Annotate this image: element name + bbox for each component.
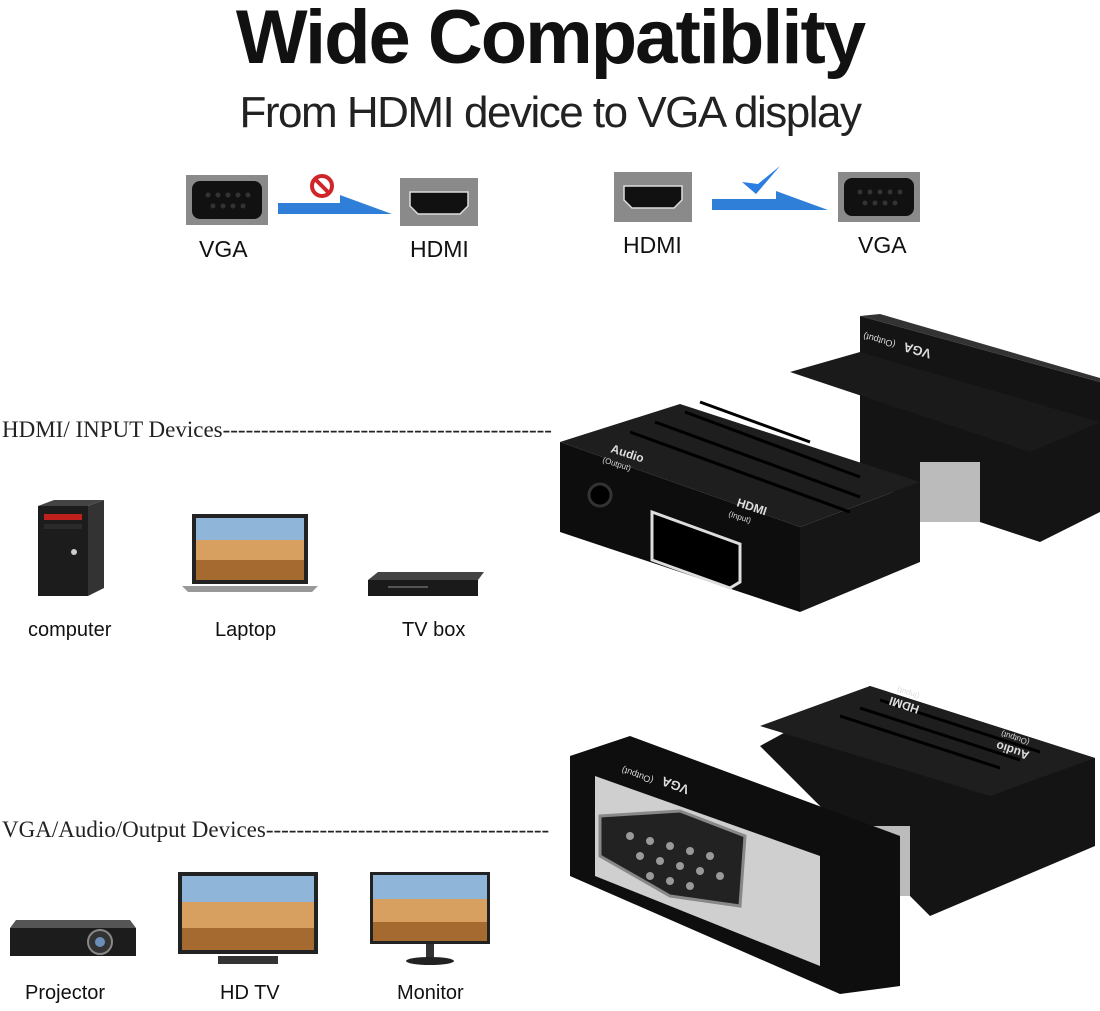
hdmi-port-icon xyxy=(400,178,478,226)
label-vga-right: VGA xyxy=(858,232,907,258)
monitor-icon xyxy=(370,872,490,966)
device-label: computer xyxy=(28,619,112,641)
output-devices-label: VGA/Audio/Output Devices xyxy=(2,817,266,842)
arrow-icon xyxy=(278,190,394,216)
device-label: Monitor xyxy=(397,982,464,1004)
laptop-icon xyxy=(182,514,318,594)
page-title: Wide Compatiblity xyxy=(235,0,866,80)
output-devices-heading: VGA/Audio/Output Devices----------------… xyxy=(2,817,550,843)
hd-tv-icon xyxy=(178,872,318,966)
computer-tower-icon xyxy=(38,498,106,596)
label-hdmi-left: HDMI xyxy=(410,236,469,262)
input-devices-label: HDMI/ INPUT Devices xyxy=(2,417,223,442)
device-label: Projector xyxy=(25,982,106,1004)
adapter-image-back: VGA (Output) HDMI (Input) Audio (Output) xyxy=(570,686,1100,996)
device-label: HD TV xyxy=(220,982,280,1004)
arrow-icon xyxy=(712,186,830,212)
adapter-image-front: VGA (Output) Audio (Output) HDMI (Input) xyxy=(560,312,1100,622)
checkmark-icon xyxy=(738,164,784,200)
tv-box-icon xyxy=(368,572,484,600)
prohibited-icon xyxy=(308,172,336,200)
dashed-leader: ----------------------------------------… xyxy=(265,817,550,842)
input-devices-heading: HDMI/ INPUT Devices---------------------… xyxy=(2,417,552,443)
vga-port-icon xyxy=(838,172,920,222)
dashed-leader: ----------------------------------------… xyxy=(222,417,552,442)
projector-icon xyxy=(10,914,136,962)
vga-port-icon xyxy=(186,175,268,225)
label-hdmi-right: HDMI xyxy=(623,232,682,258)
hdmi-port-icon xyxy=(614,172,692,222)
device-label: TV box xyxy=(402,619,466,641)
page-subtitle: From HDMI device to VGA display xyxy=(239,88,862,137)
device-label: Laptop xyxy=(215,619,277,641)
label-vga-left: VGA xyxy=(199,236,248,262)
